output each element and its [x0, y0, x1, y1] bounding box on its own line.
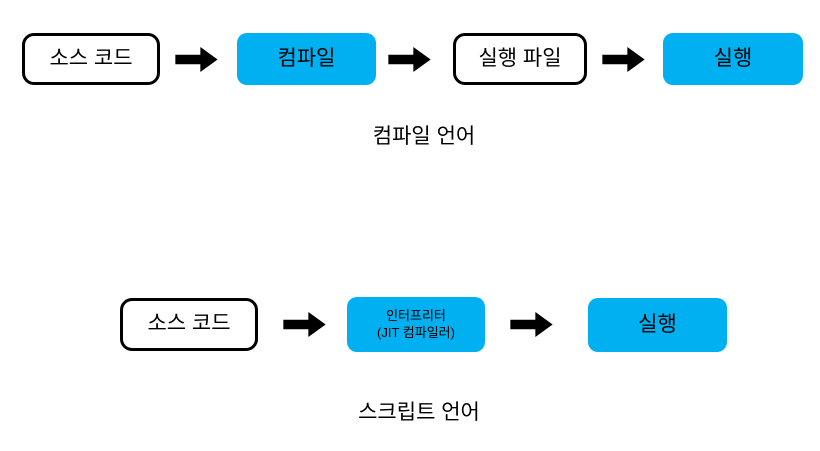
flow-arrow-icon: [388, 47, 431, 72]
node-label: 소스 코드: [147, 312, 231, 336]
flow-arrow-icon: [510, 312, 553, 337]
node-source-code-script: 소스 코드: [120, 298, 258, 351]
node-run-compiled: 실행: [663, 33, 803, 85]
node-label: 실행: [713, 46, 753, 70]
node-label: 실행 파일: [478, 46, 562, 70]
node-compile: 컴파일: [237, 33, 376, 85]
flow-arrow-icon: [283, 312, 326, 337]
node-source-code-compiled: 소스 코드: [22, 33, 160, 85]
node-executable-file: 실행 파일: [453, 33, 587, 85]
flow-arrow-icon: [602, 47, 645, 72]
node-label: 소스 코드: [49, 46, 133, 70]
node-interpreter: 인터프리터 (JIT 컴파일러): [347, 297, 485, 352]
caption-compiled-language: 컴파일 언어: [372, 125, 476, 148]
caption-script-language: 스크립트 언어: [358, 401, 480, 424]
flow-arrow-icon: [175, 47, 218, 72]
node-label: 컴파일: [277, 46, 336, 70]
node-label: 인터프리터: [386, 307, 446, 323]
node-label: 실행: [638, 312, 677, 336]
node-sublabel: (JIT 컴파일러): [377, 324, 455, 340]
node-run-script: 실행: [588, 298, 727, 352]
